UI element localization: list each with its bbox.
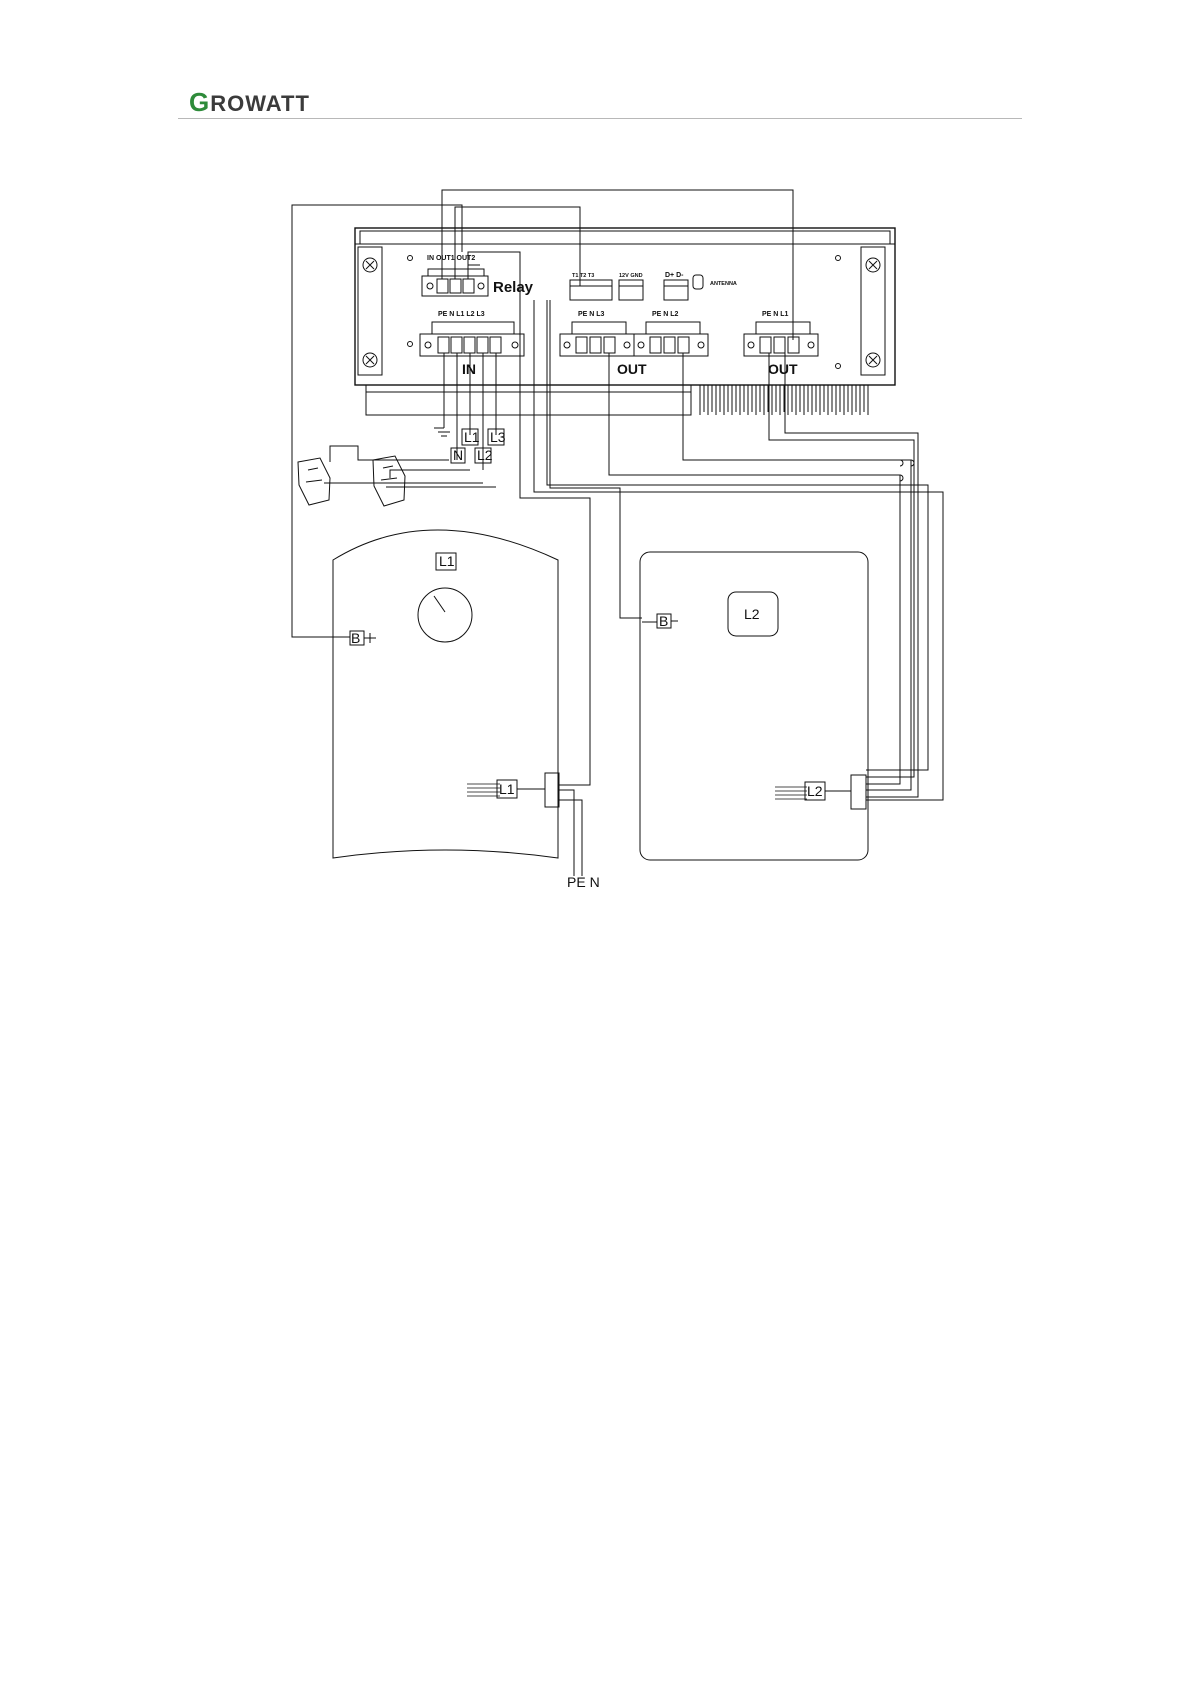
rs485-terminals-label: D+ D- [665, 272, 684, 279]
controller-unit: IN OUT1 OUT2 Relay T1 T2 T3 12V GND D+ D… [355, 228, 895, 415]
wiring [292, 190, 943, 800]
output-connector-l1: PE N L1 OUT [744, 311, 818, 377]
antenna-port-icon: ANTENNA [693, 275, 737, 289]
output-connector-l2: PE N L2 OUT [617, 311, 708, 377]
tank1-heater-label: L1 [499, 781, 515, 797]
tank1-label: L1 [439, 553, 455, 569]
wire-l1-label: L1 [464, 429, 480, 445]
tank2-heater-label: L2 [807, 783, 823, 799]
output-connector-l3: PE N L3 [560, 311, 634, 356]
heatsink [700, 385, 868, 415]
wire-n-label: N [453, 447, 463, 463]
in-label: IN [462, 361, 476, 377]
tank1-pe-n-label: PE N [567, 874, 600, 890]
wire-labels: L1 L3 N L2 [451, 429, 506, 463]
output3-terminals-label: PE N L1 [762, 311, 789, 318]
input-terminals-label: PE N L1 L2 L3 [438, 311, 485, 318]
power-terminals-label: 12V GND [619, 273, 643, 279]
temp-terminals-label: T1 T2 T3 [572, 273, 594, 279]
water-tank-l2: L2 B L2 [640, 552, 868, 860]
tank2-label: L2 [744, 606, 760, 622]
out-label-1: OUT [617, 361, 647, 377]
antenna-label: ANTENNA [710, 281, 737, 287]
power-connector: 12V GND [619, 273, 643, 300]
circuit-breaker-icon [298, 456, 405, 506]
relay-connector: IN OUT1 OUT2 Relay [422, 255, 534, 296]
tank2-sensor-label: B [659, 613, 668, 629]
water-tank-l1: L1 B L1 PE N [333, 530, 600, 890]
wire-l2-label: L2 [477, 447, 493, 463]
output1-terminals-label: PE N L3 [578, 311, 605, 318]
tank1-sensor-label: B [351, 630, 360, 646]
relay-label: Relay [493, 279, 534, 296]
temp-sensor-connector: T1 T2 T3 [570, 273, 612, 300]
output2-terminals-label: PE N L2 [652, 311, 679, 318]
rs485-connector: D+ D- [664, 272, 688, 300]
thermostat-dial-icon [418, 588, 472, 642]
out-label-2: OUT [768, 361, 798, 377]
input-connector: PE N L1 L2 L3 IN [420, 311, 524, 377]
wire-l3-label: L3 [490, 429, 506, 445]
